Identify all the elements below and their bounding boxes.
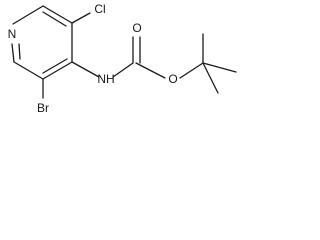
double-bond-c4-c5-inner [42, 58, 68, 74]
amine-label: NH [97, 72, 114, 86]
carbonyl-oxygen-label: O [132, 21, 141, 35]
bond-c4-c5 [42, 61, 73, 80]
bond-c6-n1 [11, 43, 15, 63]
bond-c-o-ester [135, 62, 166, 79]
double-bond-c6-n1-inner [18, 43, 21, 60]
bond-n1-c2 [12, 5, 44, 25]
carbamate-bonds [112, 33, 237, 94]
chlorine-label: Cl [94, 2, 105, 16]
bromine-label: Br [37, 101, 49, 115]
bond-c3-cl [71, 12, 91, 24]
ester-oxygen-label: O [168, 72, 177, 86]
bond-nh-c [112, 62, 134, 78]
bond-c2-c3 [42, 5, 73, 24]
bond-cq-methyl-right [202, 62, 237, 73]
bond-c4-nh [71, 61, 100, 78]
pyridine-nitrogen-label: N [8, 27, 17, 41]
bond-o-cq [179, 62, 204, 79]
bond-cq-methyl-down [202, 62, 219, 94]
chemical-structure: N Cl Br NH O O [8, 2, 237, 115]
double-bond-c2-c3-inner [42, 11, 67, 27]
substituent-bonds [42, 12, 100, 99]
pyridine-ring [11, 5, 73, 80]
bond-c5-c6 [13, 61, 44, 80]
